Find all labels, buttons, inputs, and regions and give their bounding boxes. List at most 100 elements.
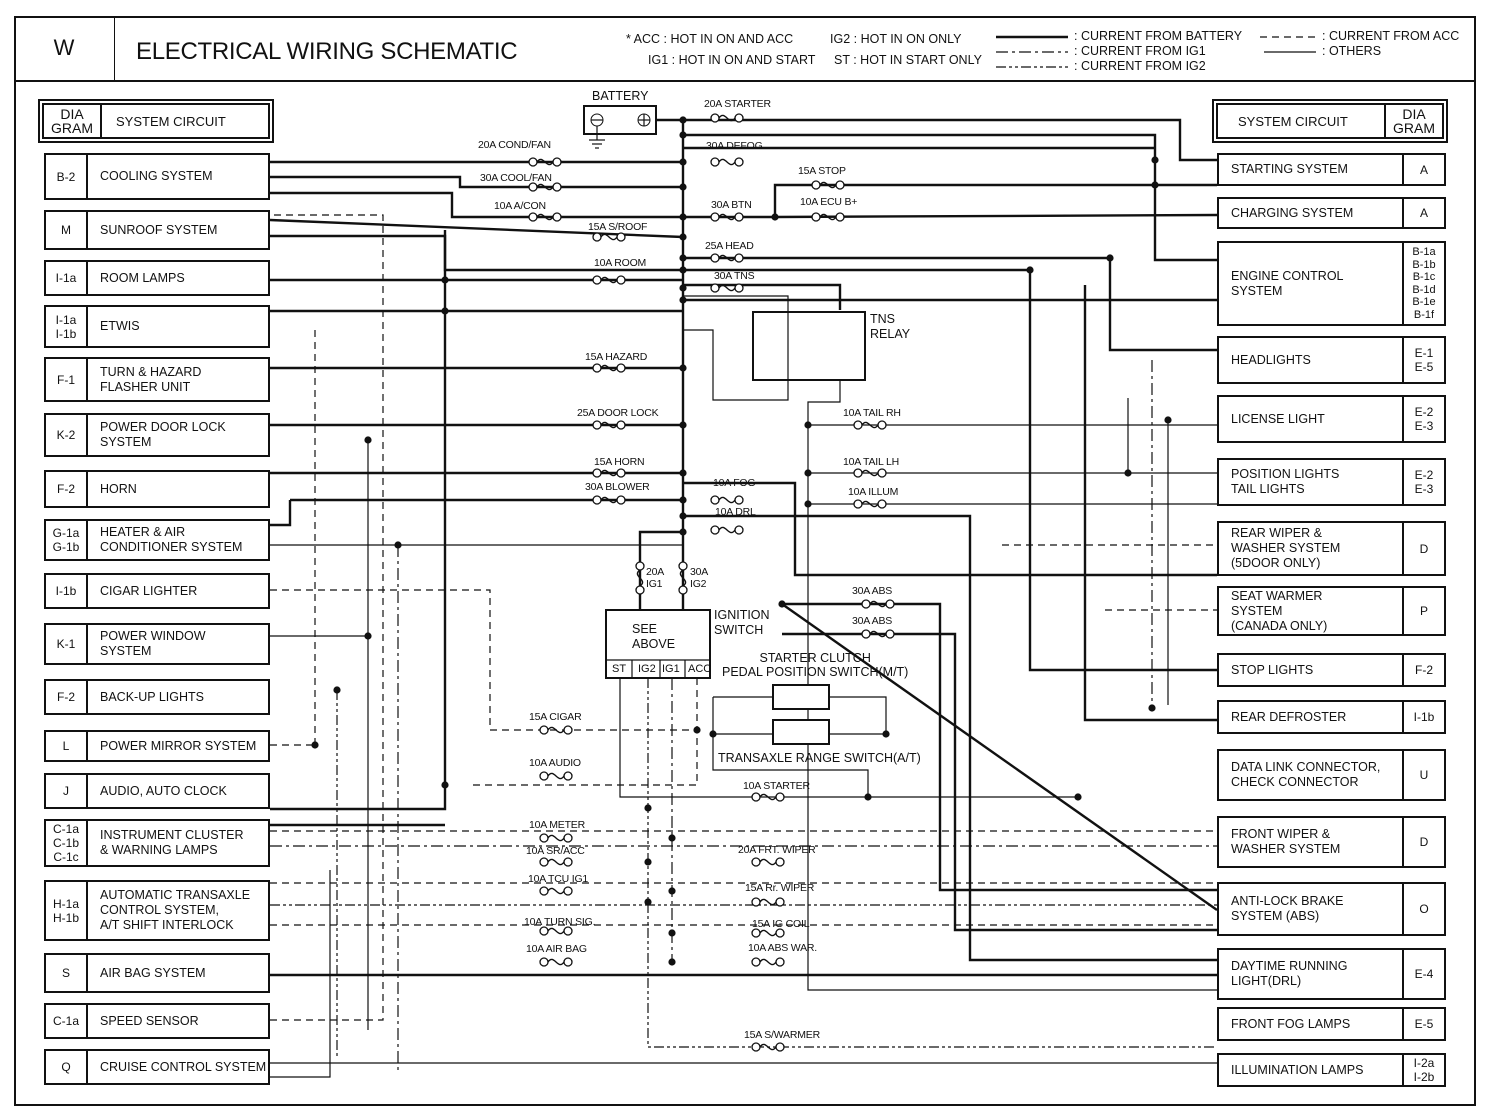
fuse-label-10a-meter: 10A METER: [529, 819, 585, 831]
system-name: REAR WIPER &WASHER SYSTEM(5DOOR ONLY): [1231, 526, 1341, 570]
fuse-icon: [751, 792, 785, 802]
fuse-icon: [710, 283, 744, 293]
junction-dot: [679, 254, 687, 262]
fuse-icon: [539, 857, 573, 867]
fuse-icon: [592, 275, 626, 285]
fuse-icon: [528, 157, 562, 167]
system-name: POWER MIRROR SYSTEM: [100, 738, 257, 753]
diagram-code: F-2: [1402, 655, 1444, 685]
transaxle-switch-icon: [772, 719, 830, 745]
junction-dot: [679, 158, 687, 166]
fuse-icon: [861, 629, 895, 639]
junction-dot: [1164, 416, 1172, 424]
fuse-label-10a-tcu-ig1: 10A TCU IG1: [528, 873, 589, 885]
system-box-stop-lights[interactable]: STOP LIGHTS F-2: [1217, 653, 1446, 687]
fuse-label-30a-blower: 30A BLOWER: [585, 481, 650, 493]
fuse-label-30a-defog: 30A DEFOG: [706, 140, 763, 152]
junction-dot: [311, 741, 319, 749]
wire: [781, 603, 1218, 911]
diagram-code: I-1b: [1402, 702, 1444, 732]
junction-dot: [679, 116, 687, 124]
junction-dot: [1026, 266, 1034, 274]
fuse-icon: [592, 468, 626, 478]
fuse-icon: [528, 182, 562, 192]
fuse-label-15a-stop: 15A STOP: [798, 165, 846, 177]
fuse-label-15a-s-roof: 15A S/ROOF: [588, 221, 648, 233]
system-box-speed-sensor[interactable]: C-1a SPEED SENSOR: [44, 1003, 270, 1039]
fuse-icon: [811, 212, 845, 222]
diagram-code: K-1: [46, 625, 88, 663]
junction-dot: [771, 213, 779, 221]
junction-dot: [668, 887, 676, 895]
system-name: STOP LIGHTS: [1231, 662, 1314, 677]
system-name: SPEED SENSOR: [100, 1013, 199, 1028]
wire: [807, 380, 1217, 991]
fuse-label-15a-hazard: 15A HAZARD: [585, 351, 648, 363]
fuse-icon: [751, 928, 785, 938]
fuse-icon: [751, 897, 785, 907]
page-title: ELECTRICAL WIRING SCHEMATIC: [136, 38, 518, 65]
wire: [619, 678, 1078, 798]
junction-dot: [679, 266, 687, 274]
legend-note-ig1: IG1 : HOT IN ON AND START: [648, 53, 816, 67]
fuse-label-10a-tail-rh: 10A TAIL RH: [843, 407, 901, 419]
wire: [683, 514, 1217, 962]
ignition-terminal-acc: ACC: [688, 663, 712, 675]
diagram-code: C-1a: [46, 1005, 88, 1037]
system-name: CHARGING SYSTEM: [1231, 205, 1354, 220]
system-name: LICENSE LIGHT: [1231, 411, 1325, 426]
system-box-rear-wiper-washer-system-5door-only[interactable]: REAR WIPER &WASHER SYSTEM(5DOOR ONLY) D: [1217, 521, 1446, 576]
junction-dot: [679, 183, 687, 191]
fuse-icon: [853, 499, 887, 509]
fuse-label-10a-room: 10A ROOM: [594, 257, 647, 269]
system-name: AUDIO, AUTO CLOCK: [100, 783, 227, 798]
fuse-icon: [710, 157, 744, 167]
diagram-code: F-2: [46, 681, 88, 713]
wire: [683, 295, 789, 312]
junction-dot: [778, 600, 786, 608]
fuse-icon: [528, 212, 562, 222]
junction-dot: [1151, 181, 1159, 189]
diagram-code: D: [1402, 523, 1444, 574]
junction-dot: [679, 421, 687, 429]
legend-note-acc: * ACC : HOT IN ON AND ACC: [626, 32, 794, 46]
